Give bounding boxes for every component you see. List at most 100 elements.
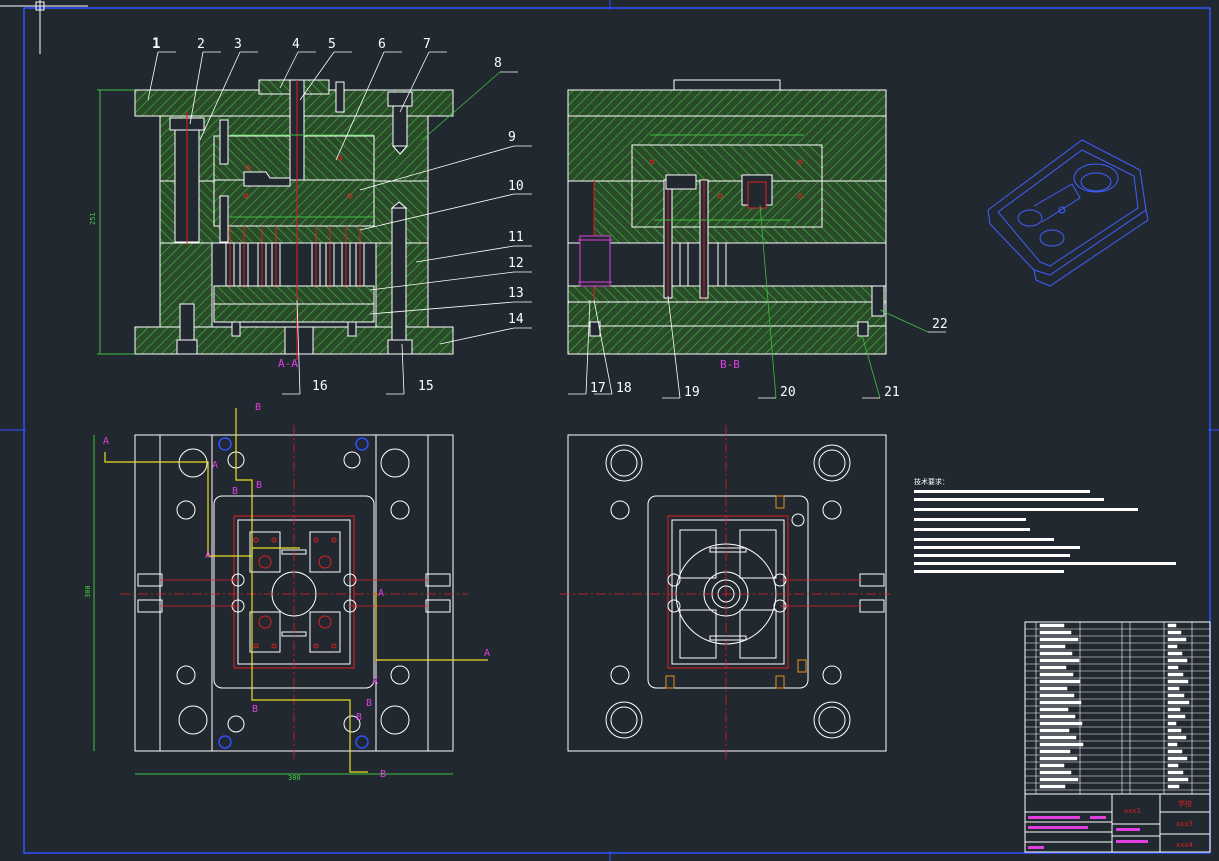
dim-width: 300 [288,774,301,782]
leader-line [759,204,777,399]
leader-line [593,299,613,395]
bom-cell [1039,686,1068,691]
ejector-plate [213,303,375,323]
mark-b-2: B [232,486,238,497]
return-pin-right [391,207,407,347]
tech-requirements: 技术要求： [914,477,1176,573]
bom-cell [1039,770,1072,775]
bb-left-block [567,180,595,244]
mark-b-5: B [366,698,372,709]
part-number-label: 7 [423,37,431,52]
mark-b-1: B [255,402,261,413]
leader-line [147,51,159,101]
ucs-cursor-icon [0,0,88,54]
bom-cell [1167,721,1177,726]
bom-cell [1167,665,1179,670]
bom-cell [1167,756,1188,761]
bom-cell [1039,707,1069,712]
ejector-pins [229,226,361,288]
mark-a-5: A [484,648,490,659]
bom-cell [1039,665,1067,670]
part-number-label: 13 [508,286,524,301]
leader-line [296,299,301,395]
dim-depth: 300 [84,585,92,598]
bom-cell [1039,721,1083,726]
part-number-label: 9 [508,130,516,145]
isometric-part [987,139,1149,287]
bom-cell [1167,679,1189,684]
bom-cell [1167,742,1178,747]
leader-line [369,271,515,291]
leader-line [421,71,501,141]
part-number-label: 19 [684,385,700,400]
leader-line [879,309,929,333]
mark-b-6: B [356,712,362,723]
part-number-label: 17 [590,381,606,396]
bom-cell [1167,707,1181,712]
plan-view-left[interactable]: A A A A A A B B B B B B B 300 300 [84,402,490,782]
bom-cell [1039,777,1079,782]
bom-cell [1167,784,1180,789]
bom-cell [1167,770,1184,775]
tb-name: xxx1 [1124,807,1141,815]
mark-a-6: A [372,676,378,687]
leader-line [359,145,515,191]
leader-line [199,51,241,141]
part-number-label: 12 [508,256,524,271]
bom-cell [1167,672,1184,677]
ejector-retainer-plate [213,285,375,305]
tb-drawing-no: xxx3 [1176,820,1193,828]
section-label-aa: A-A [278,357,298,370]
bom-cell [1167,735,1187,740]
part-number-label: 22 [932,317,948,332]
tb-designer: xxx4 [1176,841,1193,849]
tb-company: 学校 [1178,799,1192,808]
core-insert [213,179,375,227]
mark-a-3: A [205,550,211,561]
part-number-label: 10 [508,179,524,194]
leader-line [189,51,204,125]
leader-line [279,51,299,89]
section-bb-view[interactable] [567,79,887,355]
bom-cell [1167,714,1186,719]
bb-bottom-clamp [567,325,887,355]
part-number-label: 21 [884,385,900,400]
bom-cell [1167,693,1185,698]
title-block: xxx1 学校 xxx3 xxx4 [1024,793,1211,853]
part-number-label: 11 [508,230,524,245]
bb-top-clamp-plate [567,89,887,117]
part-number-label: 2 [197,37,205,52]
bom-cell [1167,644,1178,649]
bom-cell [1167,658,1188,663]
leader-line [667,295,681,399]
leader-line [415,245,515,263]
bom-cell [1039,728,1070,733]
plan-view-right[interactable] [560,425,890,760]
mark-a-2: A [212,460,218,471]
bom-cell [1039,763,1065,768]
part-number-label: 15 [418,379,434,394]
bom-cell [1039,742,1084,747]
bb-ejector-plate [567,301,887,327]
section-label-bb: B-B [720,358,740,371]
part-number-label: 6 [378,37,386,52]
bom-cell [1039,693,1075,698]
mark-b-7: B [380,769,386,780]
bom-cell [1039,679,1081,684]
bom-cell [1039,700,1082,705]
part-number-label: 8 [494,56,502,71]
bom-cell [1167,686,1180,691]
bb-locating-ring [673,79,781,91]
bom-cell [1167,749,1183,754]
bom-cell [1039,644,1066,649]
bom-cell [1039,749,1071,754]
ejector-hole [284,326,314,355]
bolt-bottom-right [387,339,413,355]
section-aa-view[interactable]: 251 [89,79,454,360]
bom-cell [1167,700,1190,705]
leader-line [439,327,515,345]
part-number-label: 18 [616,381,632,396]
bom-cell [1039,735,1077,740]
